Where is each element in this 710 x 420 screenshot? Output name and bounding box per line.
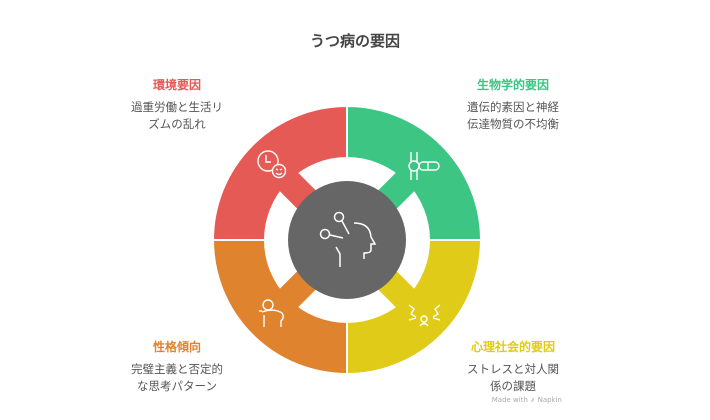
desc-line: ストレスと対人関 [467, 362, 559, 376]
factor-psychosocial: 心理社会的要因 ストレスと対人関係の課題 [433, 338, 593, 395]
napkin-watermark: Made with ⸙ Napkin [491, 396, 562, 404]
factor-environment: 環境要因 過重労働と生活リズムの乱れ [97, 76, 257, 133]
desc-line: 遺伝的素因と神経 [467, 100, 559, 114]
factor-heading: 生物学的要因 [476, 78, 549, 92]
capsule-icon [408, 152, 440, 180]
factor-description: 過重労働と生活リズムの乱れ [97, 99, 257, 133]
factor-heading: 性格傾向 [152, 340, 201, 354]
center-circle [288, 181, 406, 299]
factor-personality: 性格傾向 完璧主義と否定的な思考パターン [97, 338, 257, 395]
factor-description: 遺伝的素因と神経伝達物質の不均衡 [433, 99, 593, 133]
clock-stress-icon [257, 150, 287, 179]
diagram-title: うつ病の要因 [309, 32, 400, 50]
desc-line: 過重労働と生活リ [131, 100, 223, 114]
desc-line: 係の課題 [490, 379, 536, 393]
factor-heading: 環境要因 [152, 78, 201, 92]
factor-biological: 生物学的要因 遺伝的素因と神経伝達物質の不均衡 [433, 76, 593, 133]
factor-description: ストレスと対人関係の課題 [433, 361, 593, 395]
factor-heading: 心理社会的要因 [470, 340, 555, 354]
social-pressure-icon [408, 304, 441, 327]
head-mind-icon [319, 211, 377, 267]
desc-line: 完璧主義と否定的 [131, 362, 223, 376]
person-thinking-icon [259, 299, 284, 327]
desc-line: 伝達物質の不均衡 [467, 117, 559, 131]
desc-line: ズムの乱れ [148, 117, 206, 131]
quadrant-personality [211, 239, 348, 376]
desc-line: な思考パターン [137, 379, 217, 393]
factor-description: 完璧主義と否定的な思考パターン [97, 361, 257, 395]
